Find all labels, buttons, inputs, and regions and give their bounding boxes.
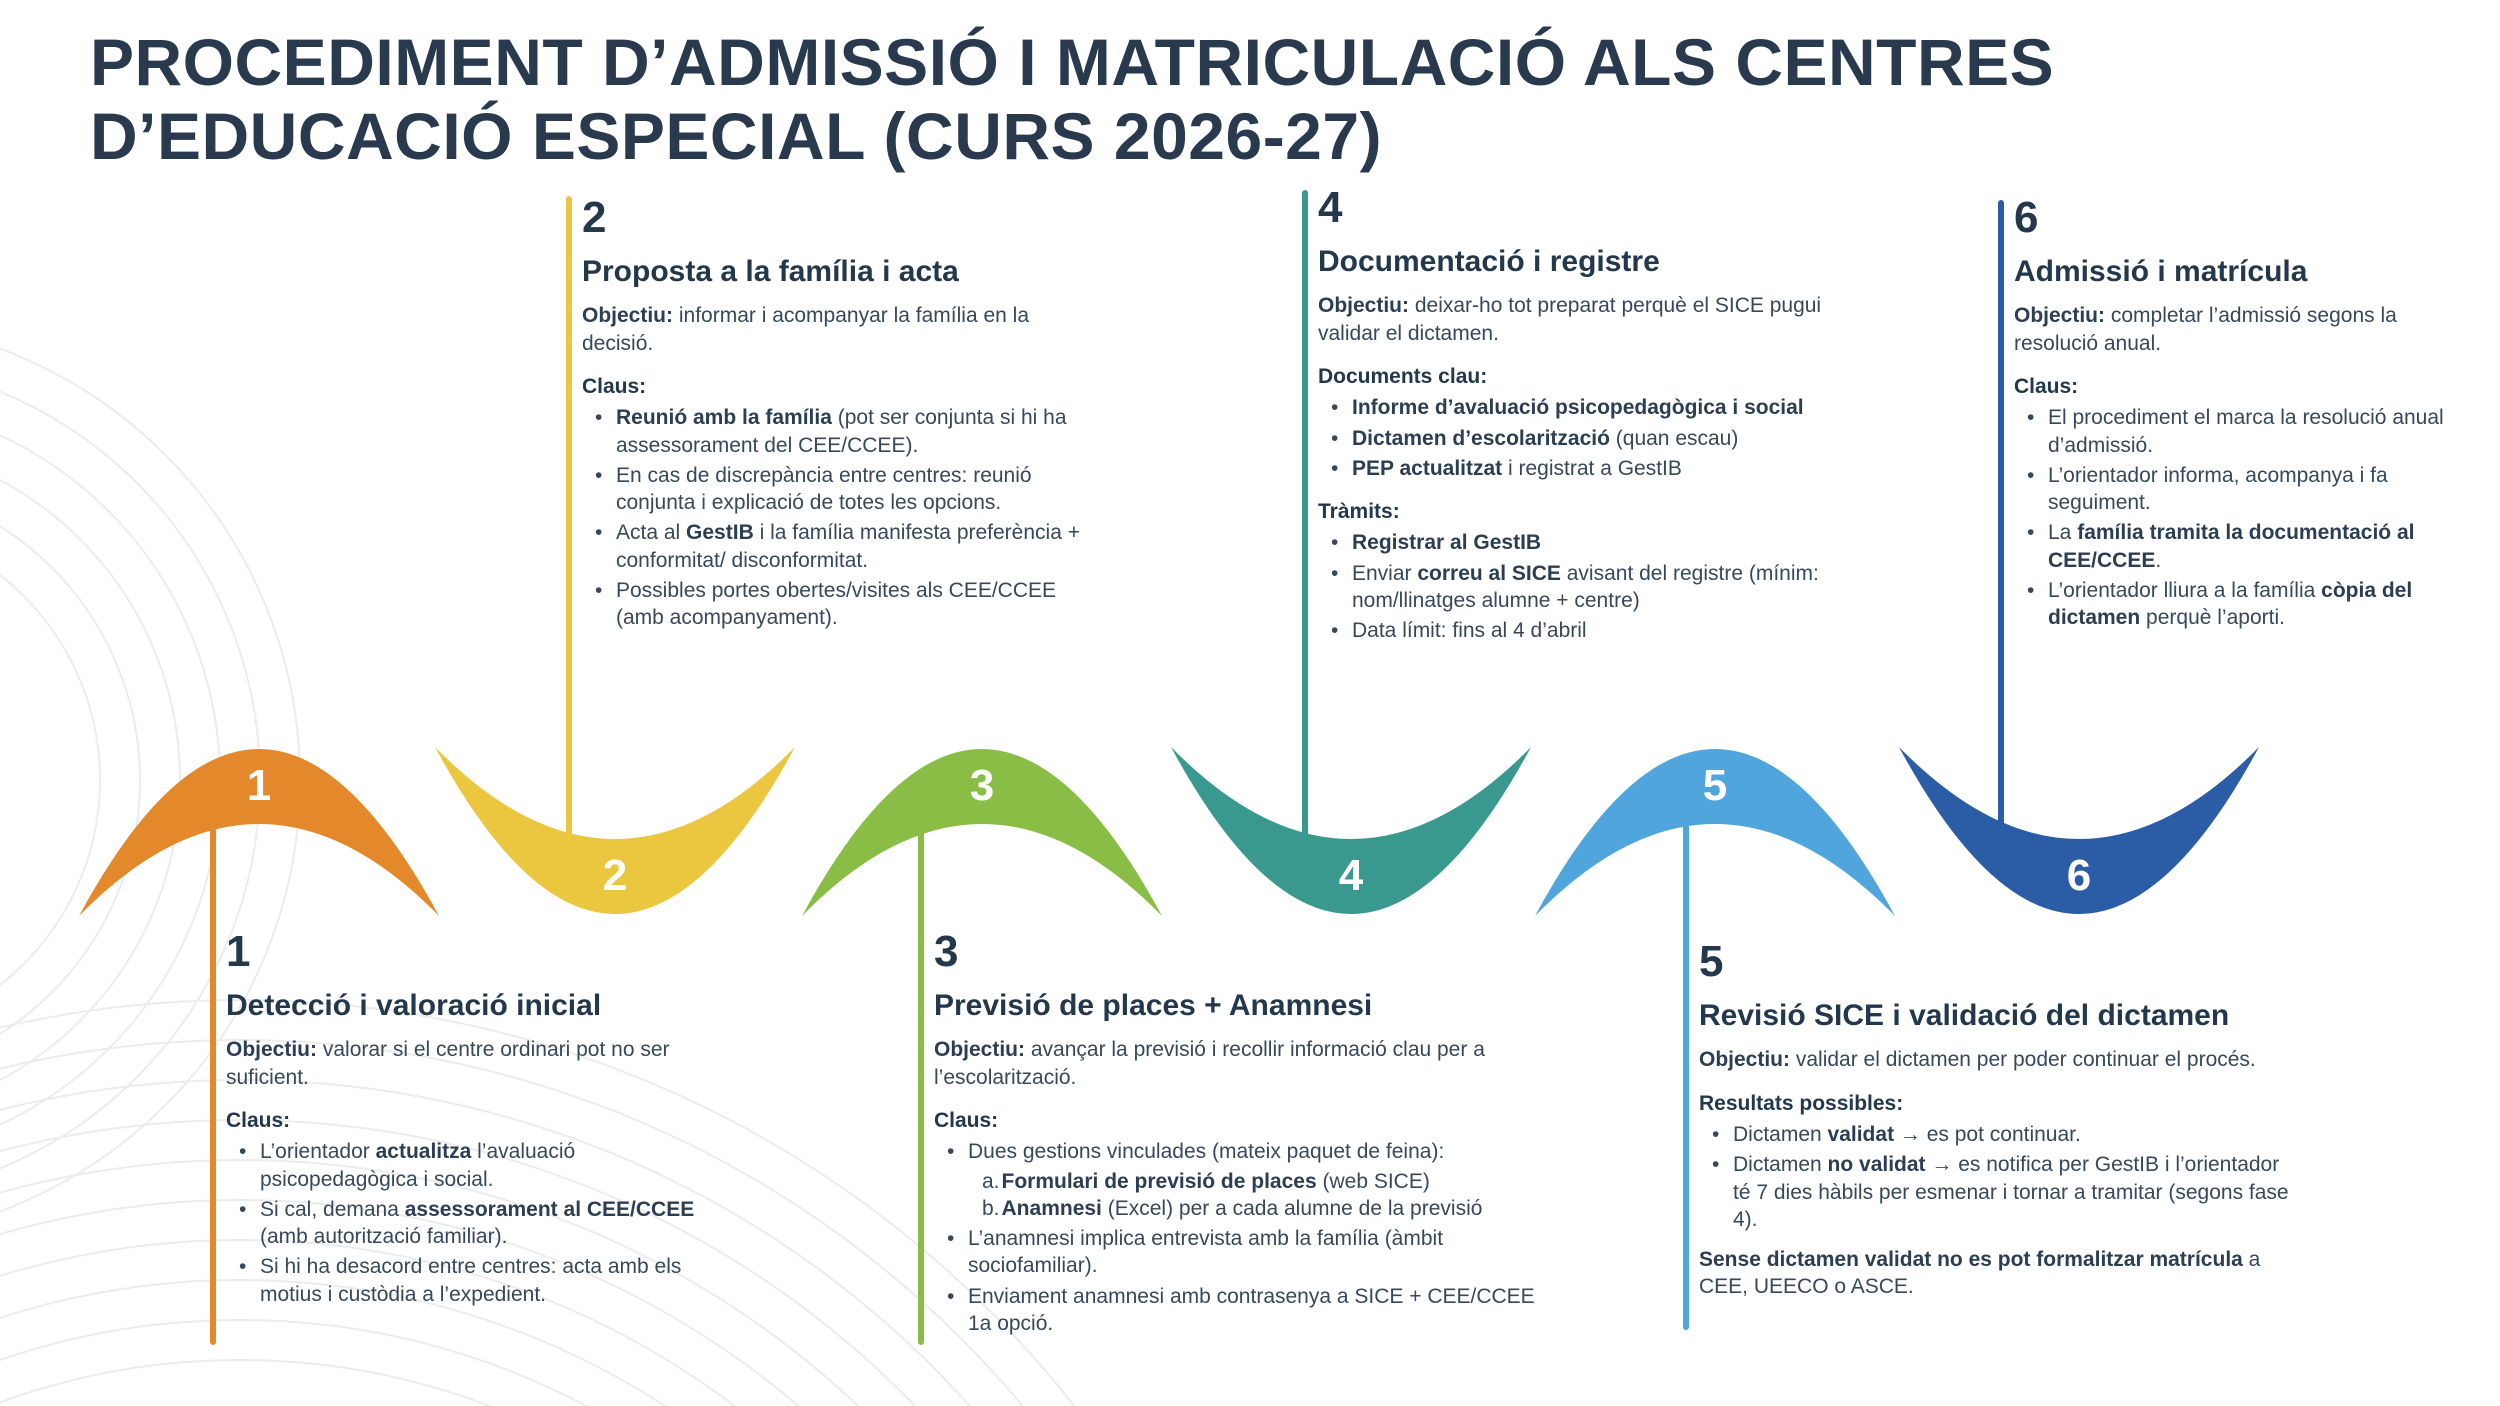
bullet-item: La família tramita la documentació al CE… — [2027, 519, 2454, 574]
step-paragraph: Objectiu: informar i acompanyar la famíl… — [582, 304, 1030, 355]
sub-item-marker: b. — [982, 1196, 1000, 1220]
bullet-item: Reunió amb la família (pot ser conjunta … — [595, 404, 1087, 459]
sub-item: b.Anamnesi (Excel) per a cada alumne de … — [968, 1195, 1546, 1222]
arc-number-4: 4 — [1338, 851, 1364, 900]
timeline-arc-step-4: 4 — [1171, 744, 1531, 919]
arc-number-1: 1 — [246, 761, 272, 810]
step-number: 6 — [2014, 193, 2039, 242]
bullet-item: Si hi ha desacord entre centres: acta am… — [239, 1253, 726, 1308]
step-paragraph: Objectiu: avançar la previsió i recollir… — [934, 1038, 1485, 1089]
bullet-item: L’orientador actualitza l’avaluació psic… — [239, 1138, 726, 1193]
list-label: Documents clau: — [1318, 364, 1488, 388]
step-paragraph: Sense dictamen validat no es pot formali… — [1699, 1248, 2261, 1299]
list-label: Claus: — [934, 1108, 999, 1132]
bullet-item: PEP actualitzat i registrat a GestIB — [1331, 455, 1833, 483]
bullet-item: Dictamen validat → es pot continuar. — [1712, 1121, 2299, 1149]
bullet-list: Dues gestions vinculades (mateix paquet … — [934, 1138, 1546, 1337]
bullet-item: El procediment el marca la resolució anu… — [2027, 404, 2454, 459]
stem-line-step-4 — [1302, 190, 1308, 850]
step-block-6: 6 Admissió i matrícula Objectiu: complet… — [2014, 196, 2454, 632]
step-paragraph: Objectiu: completar l’admissió segons la… — [2014, 304, 2397, 355]
bullet-item: Acta al GestIB i la família manifesta pr… — [595, 519, 1087, 574]
bullet-list: El procediment el marca la resolució anu… — [2014, 404, 2454, 631]
sub-item: a.Formulari de previsió de places (web S… — [968, 1168, 1546, 1195]
bullet-item: L’orientador informa, acompanya i fa seg… — [2027, 462, 2454, 517]
step-title: Admissió i matrícula — [2014, 255, 2308, 288]
bullet-item: Enviar correu al SICE avisant del regist… — [1331, 560, 1833, 615]
bullet-item: En cas de discrepància entre centres: re… — [595, 462, 1087, 517]
step-block-2: 2 Proposta a la família i acta Objectiu:… — [582, 196, 1087, 632]
bullet-item: Si cal, demana assessorament al CEE/CCEE… — [239, 1196, 726, 1251]
step-title: Previsió de places + Anamnesi — [934, 989, 1373, 1022]
arc-number-5: 5 — [1702, 761, 1728, 810]
timeline-arc-step-5: 5 — [1535, 744, 1895, 919]
arc-number-6: 6 — [2066, 851, 2092, 900]
step-sections: Objectiu: validar el dictamen per poder … — [1699, 1046, 2299, 1300]
step-block-4: 4 Documentació i registre Objectiu: deix… — [1318, 186, 1833, 645]
step-block-3: 3 Previsió de places + Anamnesi Objectiu… — [934, 930, 1546, 1337]
bullet-item: Dictamen d’escolarització (quan escau) — [1331, 425, 1833, 453]
step-block-5: 5 Revisió SICE i validació del dictamen … — [1699, 940, 2299, 1301]
arc-number-2: 2 — [602, 851, 628, 900]
stem-line-step-3 — [918, 815, 924, 1345]
bullet-list: Registrar al GestIB Enviar correu al SICE… — [1318, 529, 1833, 644]
bullet-list: Informe d’avaluació psicopedagògica i so… — [1318, 394, 1833, 482]
list-label: Claus: — [582, 374, 647, 398]
step-sections: Objectiu: deixar-ho tot preparat perquè … — [1318, 292, 1833, 645]
step-block-1: 1 Detecció i valoració inicial Objectiu:… — [226, 930, 726, 1308]
sub-item-list: a.Formulari de previsió de places (web S… — [968, 1168, 1546, 1223]
bullet-list: L’orientador actualitza l’avaluació psic… — [226, 1138, 726, 1308]
bullet-item: Dues gestions vinculades (mateix paquet … — [947, 1138, 1546, 1223]
step-number: 3 — [934, 927, 959, 976]
arc-number-3: 3 — [969, 761, 995, 810]
stem-line-step-1 — [210, 800, 216, 1345]
list-label: Claus: — [226, 1108, 291, 1132]
bullet-item: Enviament anamnesi amb contrasenya a SIC… — [947, 1283, 1546, 1338]
bullet-item: L’anamnesi implica entrevista amb la fam… — [947, 1225, 1546, 1280]
bullet-item: Data límit: fins al 4 d’abril — [1331, 617, 1833, 645]
list-label: Tràmits: — [1318, 500, 1400, 524]
step-title: Revisió SICE i validació del dictamen — [1699, 999, 2230, 1032]
step-number: 2 — [582, 193, 607, 242]
step-sections: Objectiu: avançar la previsió i recollir… — [934, 1036, 1546, 1337]
sub-item-marker: a. — [982, 1169, 1000, 1193]
step-paragraph: Objectiu: valorar si el centre ordinari … — [226, 1038, 670, 1089]
bullet-list: Dictamen validat → es pot continuar.Dict… — [1699, 1121, 2299, 1233]
stem-line-step-6 — [1998, 200, 2004, 845]
step-sections: Objectiu: completar l’admissió segons la… — [2014, 302, 2454, 631]
step-paragraph: Objectiu: validar el dictamen per poder … — [1699, 1048, 2256, 1072]
timeline-arc-step-6: 6 — [1899, 744, 2259, 919]
timeline-arc-step-1: 1 — [79, 744, 439, 919]
bullet-item: L’orientador lliura a la família còpia d… — [2027, 577, 2454, 632]
step-paragraph: Objectiu: deixar-ho tot preparat perquè … — [1318, 294, 1822, 345]
bullet-item: Informe d’avaluació psicopedagògica i so… — [1331, 394, 1833, 422]
step-title: Detecció i valoració inicial — [226, 989, 602, 1022]
stem-line-step-5 — [1683, 805, 1689, 1330]
list-label: Claus: — [2014, 374, 2079, 398]
step-number: 5 — [1699, 937, 1724, 986]
bullet-item: Possibles portes obertes/visites als CEE… — [595, 577, 1087, 632]
step-title: Proposta a la família i acta — [582, 255, 959, 288]
step-title: Documentació i registre — [1318, 245, 1660, 278]
page-title: PROCEDIMENT D’ADMISSIÓ I MATRICULACIÓ AL… — [90, 25, 2055, 173]
bullet-list: Reunió amb la família (pot ser conjunta … — [582, 404, 1087, 631]
step-number: 1 — [226, 927, 251, 976]
bullet-item: Registrar al GestIB — [1331, 529, 1833, 557]
step-sections: Objectiu: valorar si el centre ordinari … — [226, 1036, 726, 1308]
step-sections: Objectiu: informar i acompanyar la famíl… — [582, 302, 1087, 631]
timeline-arc-step-3: 3 — [802, 744, 1162, 919]
timeline-arc-step-2: 2 — [435, 744, 795, 919]
stem-line-step-2 — [566, 196, 572, 856]
list-label: Resultats possibles: — [1699, 1091, 1904, 1115]
bullet-item: Dictamen no validat → es notifica per Ge… — [1712, 1151, 2299, 1233]
step-number: 4 — [1318, 183, 1343, 232]
